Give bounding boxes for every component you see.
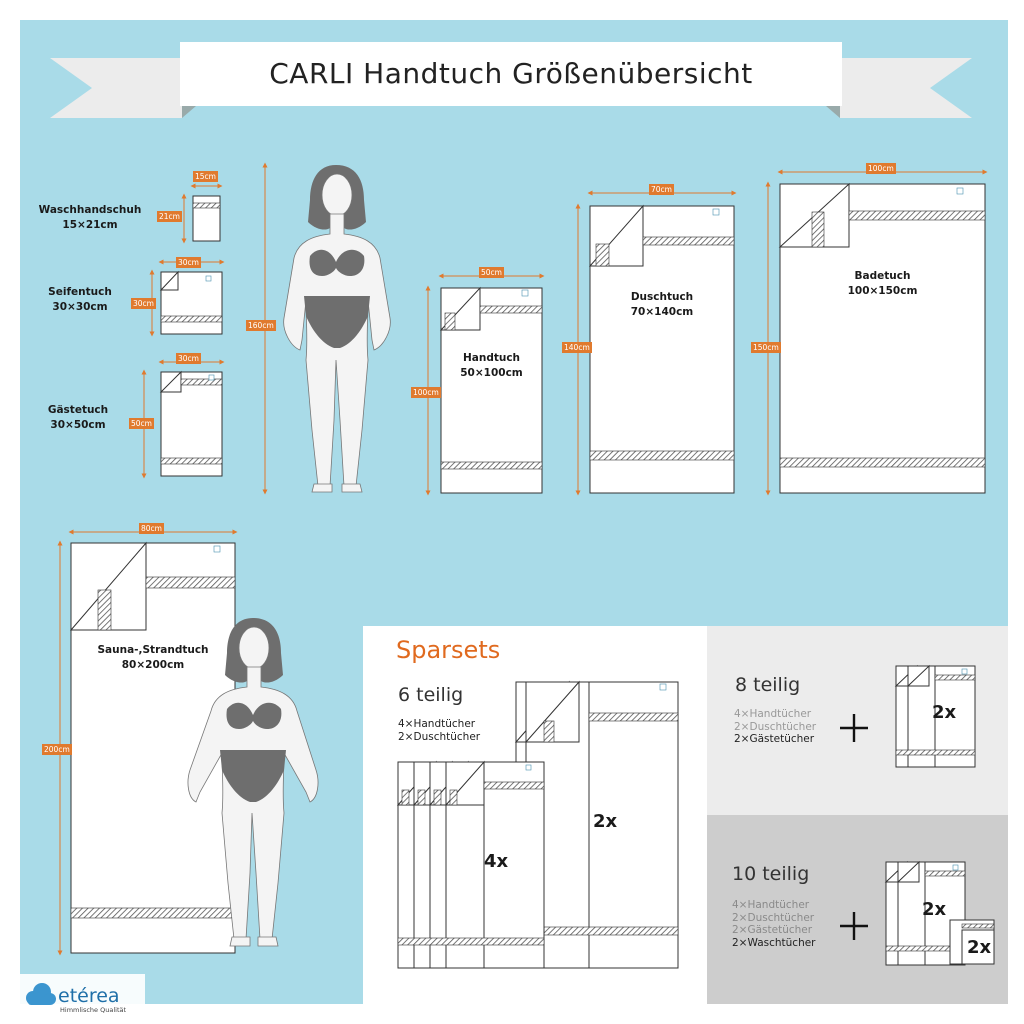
towel-duschtuch [588, 204, 735, 494]
label-gaestetuch: Gästetuch 30×50cm [18, 403, 138, 433]
dim-width-saunatuch: 80cm [139, 523, 164, 534]
towel-size: 70×140cm [630, 306, 694, 318]
set-item: 4×Handtücher [734, 708, 812, 720]
dim-height-handtuch: 100cm [411, 387, 441, 398]
sparsets-title: Sparsets [396, 636, 501, 664]
plus-icons [840, 714, 868, 940]
towel-name: Waschhandschuh [38, 204, 142, 216]
set-6-qty-duschtuecher: 2x [593, 811, 618, 832]
dim-width-gaestetuch: 30cm [176, 353, 201, 364]
set-item: 4×Handtücher [398, 718, 476, 730]
dim-height-gaestetuch: 50cm [129, 418, 154, 429]
set-8-gaestetuecher-graphic [894, 664, 976, 768]
towel-gaestetuch [159, 370, 223, 477]
dim-height-waschhandschuh: 21cm [157, 211, 182, 222]
set-6-qty-handtuecher: 4x [484, 851, 509, 872]
set-10-qty-waschtuecher: 2x [967, 937, 992, 958]
dim-width-duschtuch: 70cm [649, 184, 674, 195]
set-10-qty-gaestetuecher: 2x [922, 899, 947, 920]
set-item: 2×Gästetücher [732, 924, 813, 936]
label-waschhandschuh: Waschhandschuh 15×21cm [30, 203, 150, 233]
dimension-lines [57, 162, 988, 956]
set-6-items: 4×Handtücher 2×Duschtücher [398, 718, 518, 743]
dim-height-saunatuch: 200cm [42, 744, 72, 755]
label-badetuch: Badetuch 100×150cm [780, 269, 985, 299]
set-8-items: 4×Handtücher 2×Duschtücher 2×Gästetücher [734, 708, 844, 746]
towel-size: 80×200cm [121, 659, 185, 671]
towel-handtuch [439, 286, 543, 494]
set-item: 2×Waschtücher [732, 936, 816, 949]
set-10-items: 4×Handtücher 2×Duschtücher 2×Gästetücher… [732, 899, 842, 949]
towel-name: Gästetuch [47, 404, 109, 416]
dim-height-person: 160cm [246, 320, 276, 331]
set-item: 2×Duschtücher [732, 911, 815, 924]
towel-size: 30×30cm [52, 301, 108, 313]
set-item: 2×Duschtücher [734, 720, 817, 733]
towel-seifentuch [159, 270, 223, 335]
towel-name: Sauna-,Strandtuch [97, 644, 209, 656]
dim-width-waschhandschuh: 15cm [193, 171, 218, 182]
towel-name: Duschtuch [630, 291, 694, 303]
towel-waschhandschuh [192, 195, 221, 242]
set-8-qty-gaestetuecher: 2x [932, 702, 957, 723]
set-item: 4×Handtücher [732, 899, 810, 911]
label-saunatuch: Sauna-,Strandtuch 80×200cm [71, 643, 235, 673]
ribbon-tail-left [50, 58, 182, 118]
dim-width-badetuch: 100cm [866, 163, 896, 174]
towel-size: 100×150cm [847, 285, 918, 297]
cloud-icon [20, 974, 145, 1014]
dim-height-duschtuch: 140cm [562, 342, 592, 353]
set-8-title: 8 teilig [735, 674, 801, 696]
label-seifentuch: Seifentuch 30×30cm [20, 285, 140, 315]
towel-badetuch [778, 182, 986, 494]
label-duschtuch: Duschtuch 70×140cm [590, 290, 734, 320]
page-title: CARLI Handtuch Größenübersicht [269, 57, 753, 90]
towel-size: 50×100cm [460, 367, 523, 379]
title-banner [180, 42, 842, 106]
set-10-title: 10 teilig [732, 863, 810, 885]
set-6-title: 6 teilig [398, 684, 464, 706]
set-item: 2×Duschtücher [398, 730, 481, 743]
person-silhouette-bottom [187, 618, 319, 947]
set-10-graphic [884, 860, 995, 966]
brand-logo: etérea [58, 985, 120, 1007]
dim-width-seifentuch: 30cm [176, 257, 201, 268]
towel-size: 30×50cm [50, 419, 106, 431]
brand-tagline: Himmlische Qualität [60, 1006, 127, 1014]
set-item: 2×Gästetücher [734, 733, 815, 745]
label-handtuch: Handtuch 50×100cm [441, 351, 542, 381]
towel-name: Seifentuch [48, 286, 112, 298]
ribbon-tail-right [840, 58, 972, 118]
dim-width-handtuch: 50cm [479, 267, 504, 278]
person-silhouette-top [283, 165, 391, 493]
dim-height-badetuch: 150cm [751, 342, 781, 353]
set-6-handtuecher-graphic [396, 760, 545, 969]
towel-size: 15×21cm [62, 219, 118, 231]
towel-name: Handtuch [462, 352, 521, 364]
towel-name: Badetuch [854, 270, 911, 282]
dim-height-seifentuch: 30cm [131, 298, 156, 309]
